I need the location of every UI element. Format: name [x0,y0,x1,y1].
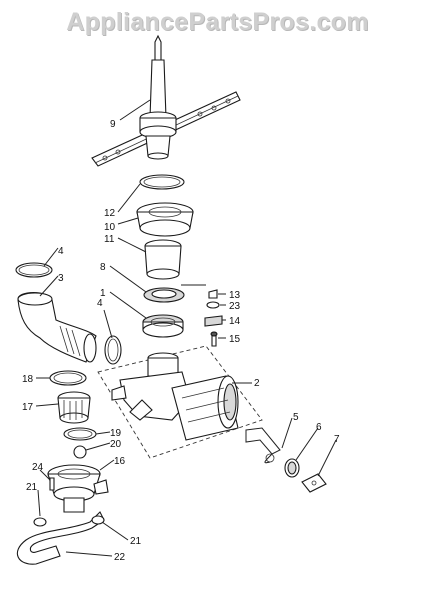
callout-labels: 9 12 10 11 4 8 3 1 4 13 23 14 15 2 18 17… [22,119,340,563]
callout-9: 9 [110,119,116,130]
callout-6: 6 [316,422,322,433]
callout-22: 22 [114,552,126,563]
grommet-part-6 [284,458,300,478]
callout-18: 18 [22,374,34,385]
seal-part-8 [143,287,185,303]
hardware-parts-13-23-14-15 [204,289,223,347]
plate-part-7 [301,473,327,493]
callout-14: 14 [229,316,241,327]
callout-8: 8 [100,262,106,273]
callout-2: 2 [254,378,260,389]
callout-23: 23 [229,301,241,312]
drain-hose-part-22 [16,511,105,565]
callout-19: 19 [110,428,122,439]
callout-1: 1 [100,288,106,299]
manifold-part-10 [136,202,194,237]
ring-part-18 [49,370,87,386]
ring-part-19 [63,427,97,441]
callout-5: 5 [293,412,299,423]
callout-21-right: 21 [130,536,142,547]
filter-part-17 [57,391,91,424]
clamp-part-4-lower [104,335,122,365]
callout-21-left: 21 [26,482,38,493]
watermark: AppliancePartsPros.com [66,8,369,36]
callout-15: 15 [229,334,241,345]
callout-17: 17 [22,402,34,413]
callout-12: 12 [104,208,116,219]
leader-lines [35,99,337,557]
callout-7: 7 [334,434,340,445]
snap-ring-part-12 [139,174,185,190]
callout-4-upper: 4 [58,246,64,257]
callout-13: 13 [229,290,241,301]
clamp-part-4-upper [15,262,53,278]
callout-16: 16 [114,456,126,467]
callout-11: 11 [104,234,115,245]
cylinder-part-11 [144,239,182,280]
callout-24: 24 [32,462,44,473]
seal-part-1 [142,314,184,338]
callout-20: 20 [110,439,122,450]
screw-part-24 [49,477,55,491]
callout-10: 10 [104,222,116,233]
wire-bracket-part-5 [245,427,281,464]
callout-4-lower: 4 [97,298,103,309]
ball-part-20 [73,445,87,459]
sump-housing-part-16 [47,464,109,513]
spray-arm-part-9 [91,34,241,167]
motor-pump-assembly-part-2 [97,345,263,459]
callout-3: 3 [58,273,64,284]
elbow-hose-part-3 [17,291,97,363]
